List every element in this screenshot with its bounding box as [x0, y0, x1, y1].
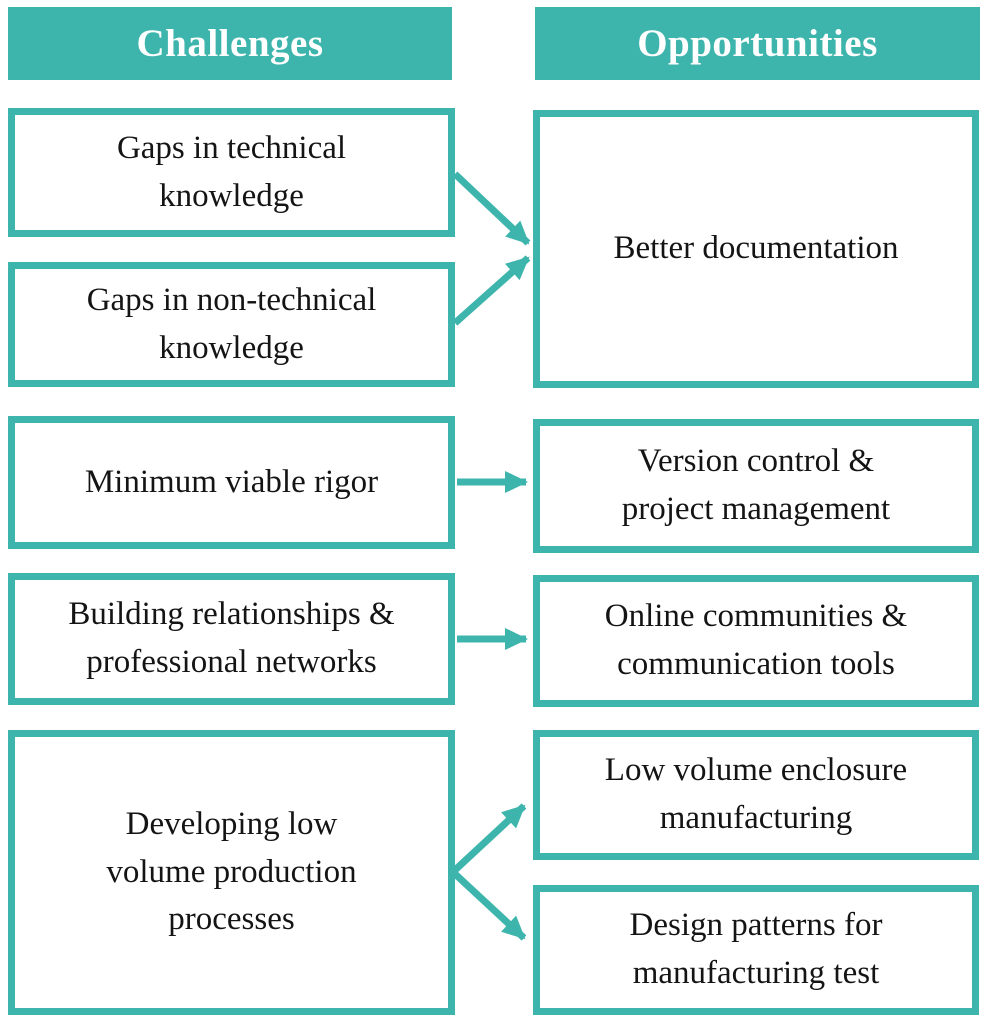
- opportunity-label: Low volume enclosure manufacturing: [604, 752, 908, 836]
- opportunities-header: Opportunities: [535, 7, 980, 80]
- opportunity-box-design-patterns: Design patterns for manufacturing test: [533, 885, 979, 1015]
- challenge-box-technical-gaps: Gaps in technical knowledge: [8, 108, 455, 237]
- challenges-header-label: Challenges: [136, 22, 324, 65]
- opportunity-box-version-control: Version control & project management: [533, 419, 979, 553]
- challenge-label: Developing low volume production process…: [106, 805, 357, 938]
- challenge-box-low-volume-production: Developing low volume production process…: [8, 730, 455, 1015]
- challenge-label: Minimum viable rigor: [84, 463, 379, 500]
- arrow-production-to-enclosure: [451, 803, 527, 874]
- opportunity-box-enclosure-manufacturing: Low volume enclosure manufacturing: [533, 730, 979, 860]
- opportunities-header-label: Opportunities: [637, 22, 878, 65]
- challenge-label: Gaps in non-technical knowledge: [86, 281, 377, 366]
- arrow-production-to-design-patterns: [451, 870, 527, 941]
- challenge-box-building-relationships: Building relationships & professional ne…: [8, 573, 455, 705]
- opportunity-label: Version control & project management: [621, 443, 891, 527]
- opportunity-label: Online communities & communication tools: [604, 598, 908, 682]
- challenge-box-minimum-viable-rigor: Minimum viable rigor: [8, 416, 455, 549]
- opportunity-label: Design patterns for manufacturing test: [629, 907, 883, 991]
- arrow-technical-gaps-to-documentation: [452, 171, 531, 246]
- challenges-header: Challenges: [8, 7, 452, 80]
- arrow-nontechnical-gaps-to-documentation: [452, 255, 531, 326]
- challenge-label: Building relationships & professional ne…: [68, 596, 395, 680]
- challenge-box-nontechnical-gaps: Gaps in non-technical knowledge: [8, 262, 455, 387]
- opportunity-box-online-communities: Online communities & communication tools: [533, 575, 979, 707]
- opportunity-box-better-documentation: Better documentation: [533, 110, 979, 388]
- opportunity-label: Better documentation: [613, 230, 899, 267]
- challenge-label: Gaps in technical knowledge: [116, 129, 347, 214]
